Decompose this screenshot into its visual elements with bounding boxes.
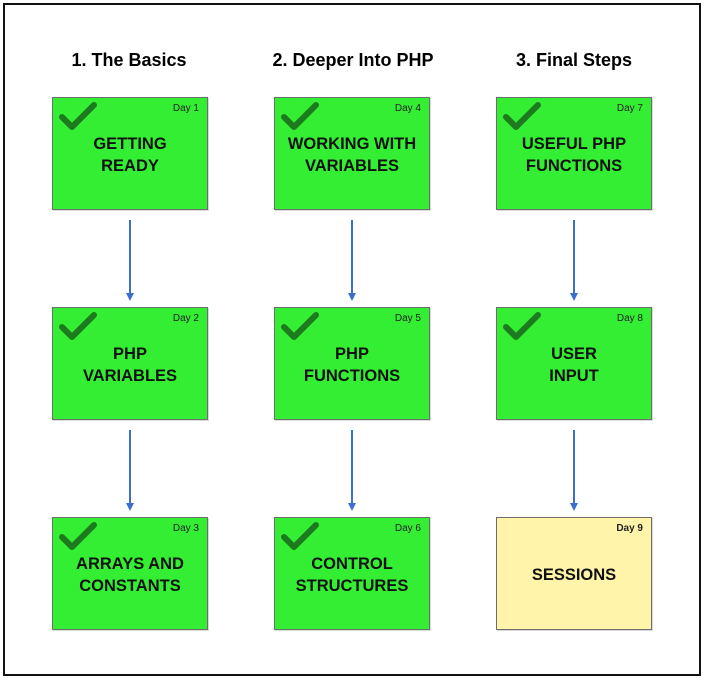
- card-title-line1: WORKING WITH: [287, 134, 417, 153]
- card-title: PHP VARIABLES: [53, 308, 207, 419]
- card-title-line1: GETTING: [93, 134, 167, 153]
- card-title-line2: FUNCTIONS: [525, 156, 623, 175]
- day-label: Day 3: [172, 523, 199, 534]
- checkmark-icon: [503, 102, 541, 130]
- card-title: USER INPUT: [497, 308, 651, 419]
- checkmark-icon: [503, 312, 541, 340]
- card-day-5[interactable]: Day 5 PHP FUNCTIONS: [274, 307, 430, 420]
- checkmark-icon: [59, 522, 97, 550]
- card-title: CONTROL STRUCTURES: [275, 518, 429, 629]
- checkmark-icon: [281, 102, 319, 130]
- card-title: SESSIONS: [497, 518, 651, 629]
- card-title: PHP FUNCTIONS: [275, 308, 429, 419]
- card-day-3[interactable]: Day 3 ARRAYS AND CONSTANTS: [52, 517, 208, 630]
- day-label: Day 8: [616, 313, 643, 324]
- checkmark-icon: [281, 522, 319, 550]
- day-label: Day 6: [394, 523, 421, 534]
- card-title-line2: CONSTANTS: [79, 576, 181, 595]
- checkmark-icon: [281, 312, 319, 340]
- card-day-9[interactable]: Day 9 SESSIONS: [496, 517, 652, 630]
- card-title-line2: VARIABLES: [304, 156, 400, 175]
- day-label: Day 7: [616, 103, 643, 114]
- column-header-deeper: 2. Deeper Into PHP: [272, 50, 434, 70]
- card-title-line2: INPUT: [549, 366, 599, 385]
- card-title-line2: STRUCTURES: [295, 576, 409, 595]
- card-title-line1: ARRAYS AND: [76, 554, 184, 573]
- card-day-7[interactable]: Day 7 USEFUL PHP FUNCTIONS: [496, 97, 652, 210]
- card-title-line1: PHP: [335, 344, 369, 363]
- checkmark-icon: [59, 102, 97, 130]
- card-title-line2: READY: [101, 156, 159, 175]
- day-label: Day 9: [616, 523, 643, 534]
- card-title-line1: USER: [551, 344, 597, 363]
- card-title-line1: USEFUL PHP: [521, 134, 627, 153]
- card-title-line1: CONTROL: [311, 554, 393, 573]
- card-day-4[interactable]: Day 4 WORKING WITH VARIABLES: [274, 97, 430, 210]
- card-title-line2: VARIABLES: [82, 366, 178, 385]
- day-label: Day 2: [172, 313, 199, 324]
- card-title-line1: SESSIONS: [531, 565, 617, 584]
- day-label: Day 4: [394, 103, 421, 114]
- card-day-2[interactable]: Day 2 PHP VARIABLES: [52, 307, 208, 420]
- card-title: WORKING WITH VARIABLES: [275, 98, 429, 209]
- card-title: USEFUL PHP FUNCTIONS: [497, 98, 651, 209]
- card-day-6[interactable]: Day 6 CONTROL STRUCTURES: [274, 517, 430, 630]
- diagram-frame: [3, 3, 701, 676]
- day-label: Day 1: [172, 103, 199, 114]
- checkmark-icon: [59, 312, 97, 340]
- card-title: GETTING READY: [53, 98, 207, 209]
- card-title: ARRAYS AND CONSTANTS: [53, 518, 207, 629]
- day-label: Day 5: [394, 313, 421, 324]
- card-title-line2: FUNCTIONS: [303, 366, 401, 385]
- card-day-8[interactable]: Day 8 USER INPUT: [496, 307, 652, 420]
- card-title-line1: PHP: [113, 344, 147, 363]
- column-header-basics: 1. The Basics: [71, 50, 187, 70]
- card-day-1[interactable]: Day 1 GETTING READY: [52, 97, 208, 210]
- column-header-final: 3. Final Steps: [515, 50, 633, 70]
